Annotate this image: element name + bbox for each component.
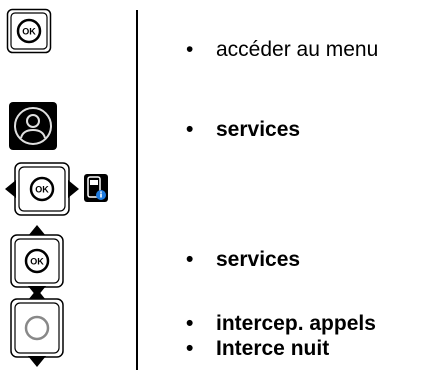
ok-key-left-right-arrows-icon: OK bbox=[4, 162, 80, 216]
bullet-icon: • bbox=[186, 38, 194, 61]
bullet-icon: • bbox=[186, 118, 194, 141]
step-services-confirm: • services bbox=[186, 248, 300, 272]
step-label: Interce nuit bbox=[216, 337, 330, 360]
ok-key-icon: OK bbox=[6, 8, 52, 54]
svg-text:OK: OK bbox=[35, 185, 49, 195]
svg-text:OK: OK bbox=[30, 257, 44, 267]
ok-key-up-down-arrows-icon: OK bbox=[10, 224, 64, 298]
step-services: • services bbox=[186, 118, 300, 142]
step-call-pickup: • intercep. appels bbox=[186, 312, 376, 336]
column-divider bbox=[136, 10, 138, 370]
step-night-pickup: • Interce nuit bbox=[186, 337, 329, 361]
step-label: intercep. appels bbox=[216, 312, 376, 335]
step-label: services bbox=[216, 118, 301, 141]
bullet-icon: • bbox=[186, 312, 194, 335]
user-account-icon bbox=[9, 102, 57, 150]
bullet-icon: • bbox=[186, 337, 194, 360]
step-access-menu: • accéder au menu bbox=[186, 38, 378, 62]
step-label: services bbox=[216, 248, 301, 271]
bullet-icon: • bbox=[186, 248, 194, 271]
svg-text:OK: OK bbox=[22, 27, 36, 37]
step-label: accéder au menu bbox=[216, 38, 379, 61]
phone-info-icon bbox=[84, 174, 108, 202]
navigation-key-up-down-arrows-icon bbox=[10, 288, 64, 368]
